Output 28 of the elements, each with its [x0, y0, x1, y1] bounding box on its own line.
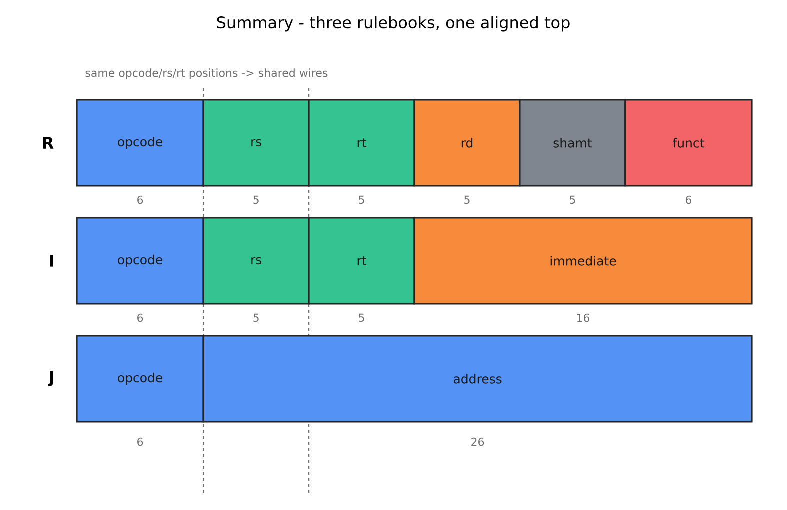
field-box: rs	[202, 217, 310, 305]
bit-width-label: 5	[254, 196, 259, 204]
field-box: immediate	[414, 217, 753, 305]
bit-width-label: 5	[359, 314, 364, 322]
field-box: opcode	[76, 217, 204, 305]
row-letter: R	[43, 137, 54, 149]
field-box: rs	[202, 99, 310, 187]
row-letter: J	[48, 372, 54, 386]
note-text: same opcode/rs/rt positions -> shared wires	[86, 68, 328, 80]
bit-width-label: 5	[359, 196, 364, 204]
bit-width-label: 6	[686, 196, 692, 204]
bit-width-label: 5	[464, 196, 470, 204]
title: Summary - three rulebooks, one aligned top	[217, 16, 570, 32]
bit-width-label: 26	[472, 438, 484, 446]
bit-width-label: 5	[254, 314, 259, 322]
field-box: rd	[414, 99, 521, 187]
field-box: shamt	[519, 99, 626, 187]
field-box: opcode	[76, 335, 204, 423]
row-letter: I	[50, 255, 54, 267]
field-box: opcode	[76, 99, 204, 187]
field-box: funct	[624, 99, 753, 187]
field-box: rt	[308, 217, 416, 305]
bit-width-label: 6	[138, 196, 144, 204]
bit-width-label: 16	[577, 314, 590, 322]
bit-width-label: 6	[138, 314, 144, 322]
field-box: rt	[308, 99, 416, 187]
bit-width-label: 6	[138, 438, 144, 446]
bit-width-label: 5	[570, 196, 576, 204]
